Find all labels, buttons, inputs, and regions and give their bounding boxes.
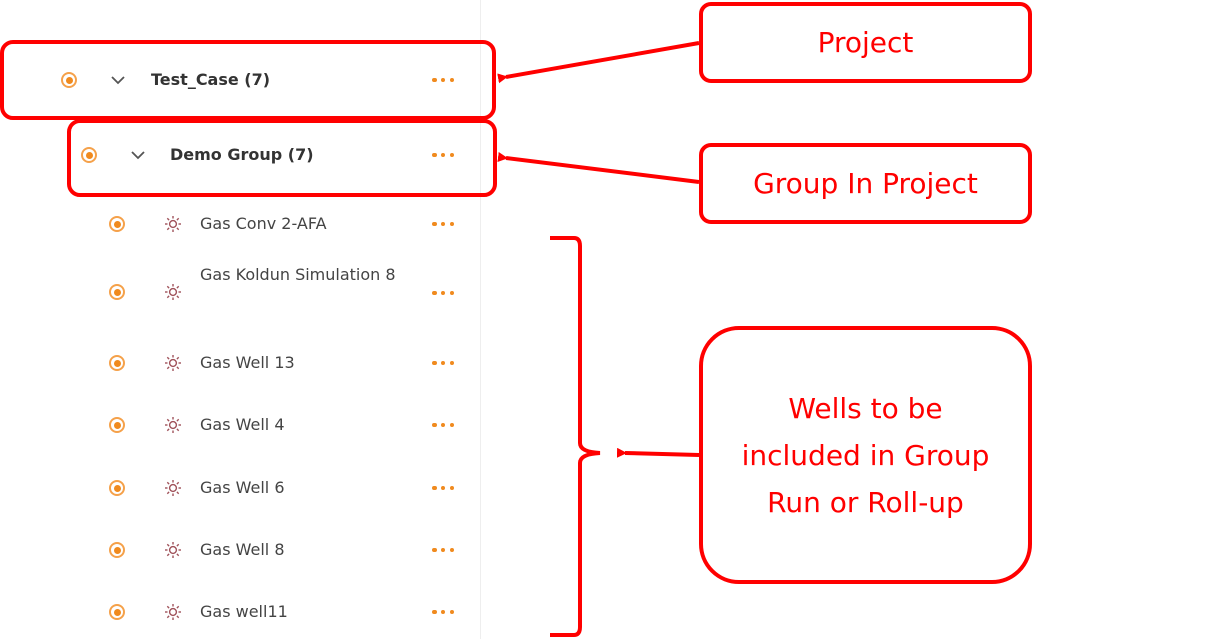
gear-icon <box>165 216 181 232</box>
arrow-to-project <box>497 41 700 84</box>
more-horizontal-icon[interactable] <box>432 290 454 296</box>
wells-callout: Wells to be included in Group Run or Rol… <box>699 326 1032 584</box>
chevron-down-icon[interactable] <box>111 76 125 85</box>
group-highlight-box <box>67 119 497 197</box>
gear-icon <box>165 417 181 433</box>
group-callout-text: Group In Project <box>753 167 978 200</box>
more-horizontal-icon[interactable] <box>432 609 454 615</box>
well-label[interactable]: Gas Conv 2-AFA <box>200 214 327 233</box>
chevron-down-icon[interactable] <box>131 151 145 160</box>
tree-row-well[interactable]: Gas Well 13 <box>0 345 470 380</box>
gear-icon <box>165 355 181 371</box>
well-label[interactable]: Gas well11 <box>200 602 288 621</box>
more-horizontal-icon[interactable] <box>432 547 454 553</box>
radio-selected-icon[interactable] <box>109 604 125 620</box>
project-tree: Test_Case (7) Demo Group (7) Gas Conv 2-… <box>0 0 481 639</box>
tree-row-group[interactable]: Demo Group (7) <box>0 136 470 174</box>
tree-row-well[interactable]: Gas Well 4 <box>0 407 470 442</box>
well-label[interactable]: Gas Well 8 <box>200 540 285 559</box>
tree-row-well[interactable]: Gas well11 <box>0 594 470 629</box>
arrow-to-group <box>497 152 700 184</box>
project-callout-text: Project <box>817 26 914 59</box>
tree-row-well[interactable]: Gas Conv 2-AFA <box>0 206 470 241</box>
project-label[interactable]: Test_Case (7) <box>151 70 271 89</box>
radio-selected-icon[interactable] <box>109 417 125 433</box>
radio-selected-icon[interactable] <box>109 355 125 371</box>
more-horizontal-icon[interactable] <box>432 77 454 83</box>
more-horizontal-icon[interactable] <box>432 221 454 227</box>
more-horizontal-icon[interactable] <box>432 152 454 158</box>
wells-brace <box>550 236 601 637</box>
radio-selected-icon[interactable] <box>109 480 125 496</box>
gear-icon <box>165 604 181 620</box>
radio-selected-icon[interactable] <box>61 72 77 88</box>
arrow-to-wells <box>616 447 700 458</box>
more-horizontal-icon[interactable] <box>432 360 454 366</box>
more-horizontal-icon[interactable] <box>432 422 454 428</box>
well-label[interactable]: Gas Well 13 <box>200 353 295 372</box>
gear-icon <box>165 542 181 558</box>
project-highlight-box <box>0 40 496 120</box>
well-label[interactable]: Gas Well 4 <box>200 415 285 434</box>
radio-selected-icon[interactable] <box>109 542 125 558</box>
tree-row-project[interactable]: Test_Case (7) <box>0 61 470 99</box>
radio-selected-icon[interactable] <box>109 216 125 232</box>
radio-selected-icon[interactable] <box>81 147 97 163</box>
group-label[interactable]: Demo Group (7) <box>170 145 314 164</box>
gear-icon <box>165 284 181 300</box>
gear-icon <box>165 480 181 496</box>
tree-row-well[interactable]: Gas Well 8 <box>0 532 470 567</box>
project-callout: Project <box>699 2 1032 83</box>
more-horizontal-icon[interactable] <box>432 485 454 491</box>
tree-row-well[interactable]: Gas Koldun Simulation 8 <box>0 258 470 326</box>
group-callout: Group In Project <box>699 143 1032 224</box>
tree-row-well[interactable]: Gas Well 6 <box>0 470 470 505</box>
well-label[interactable]: Gas Koldun Simulation 8 <box>200 265 396 284</box>
well-label[interactable]: Gas Well 6 <box>200 478 285 497</box>
wells-callout-text: Wells to be included in Group Run or Rol… <box>741 391 990 519</box>
radio-selected-icon[interactable] <box>109 284 125 300</box>
